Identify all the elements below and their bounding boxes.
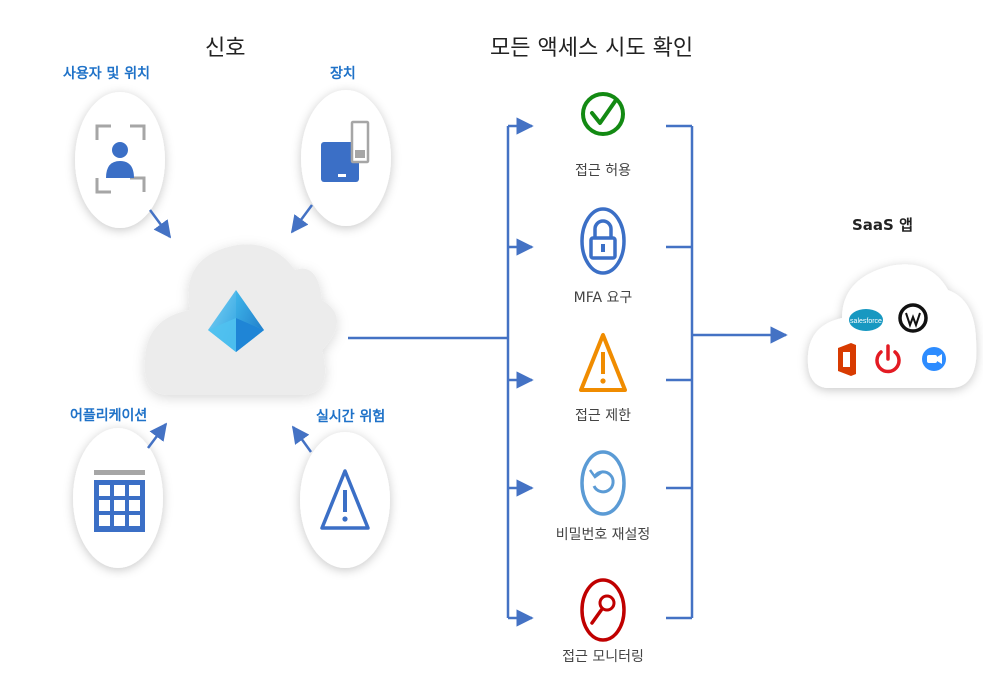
zoom-icon [922,347,946,371]
signal-label-user-location: 사용자 및 위치 [63,66,151,82]
check-circle-icon [581,92,625,136]
salesforce-text: salesforce [850,318,882,325]
outcome-label-mfa: MFA 요구 [573,290,633,306]
signal-label-application: 어플리케이션 [70,408,148,424]
magnifier-icon [580,578,626,642]
signal-label-realtime-risk: 실시간 위험 [316,409,386,425]
outcome-label-monitor: 접근 모니터링 [562,649,644,665]
power-icon [875,344,901,374]
verify-heading: 모든 액세스 시도 확인 [490,36,694,61]
outcome-label-limit: 접근 제한 [575,408,631,424]
device-icon [321,120,370,182]
outcome-label-password-reset: 비밀번호 재설정 [555,527,651,543]
signal-circle-realtime-risk [300,432,390,568]
signal-label-device: 장치 [330,66,356,82]
signal-circle-user-location [75,92,165,228]
office-icon [838,343,856,376]
user-location-icon [95,124,146,194]
saas-label: SaaS 앱 [852,216,913,234]
decision-connectors [348,117,788,627]
outcome-label-allow: 접근 허용 [575,163,631,179]
application-grid-icon [94,470,145,532]
reset-icon [580,450,626,516]
signal-arrows [147,204,314,453]
padlock-icon [580,207,626,275]
warning-icon [320,469,370,530]
workplace-icon [898,303,928,333]
signals-heading: 신호 [205,36,246,61]
salesforce-icon: salesforce [849,309,883,331]
signal-circle-application [73,428,163,568]
signal-circle-device [301,90,391,226]
warning-triangle-icon [579,333,627,392]
azure-ad-pyramid-icon [208,290,264,352]
